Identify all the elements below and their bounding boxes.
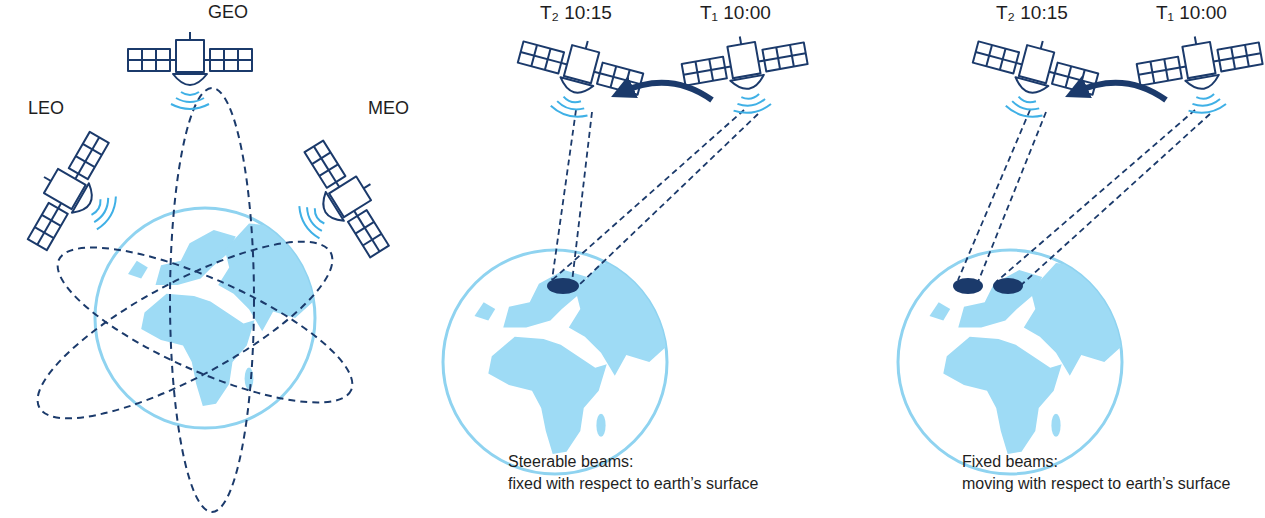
beam-spot bbox=[953, 278, 983, 294]
caption-line: fixed with respect to earth’s surface bbox=[508, 474, 759, 493]
earth-globe bbox=[443, 250, 679, 474]
geo-satellite bbox=[128, 32, 252, 109]
beam-spot bbox=[547, 278, 579, 294]
time-label: T₁ 10:00 bbox=[700, 2, 771, 25]
beam-spot bbox=[993, 278, 1023, 294]
caption-line: moving with respect to earth’s surface bbox=[962, 474, 1230, 493]
motion-arrow bbox=[1076, 83, 1166, 100]
beam-lines bbox=[550, 110, 758, 286]
time-label: T₁ 10:00 bbox=[1156, 2, 1227, 25]
orbit-label: MEO bbox=[368, 98, 409, 120]
meo-satellite bbox=[272, 132, 403, 278]
satellite-t2 bbox=[963, 25, 1103, 131]
time-label: T₂ 10:15 bbox=[996, 2, 1068, 25]
satellite-t1 bbox=[679, 26, 814, 123]
beam-lines bbox=[958, 110, 1210, 286]
earth-globe bbox=[898, 250, 1134, 474]
orbit-label: LEO bbox=[28, 98, 64, 120]
orbit-label: GEO bbox=[208, 2, 248, 24]
satellite-t2 bbox=[508, 25, 648, 131]
earth-globe bbox=[95, 208, 324, 428]
satellite-t1 bbox=[1134, 26, 1265, 123]
leo-satellite bbox=[13, 123, 142, 269]
caption-line: Steerable beams: bbox=[508, 452, 633, 471]
caption-line: Fixed beams: bbox=[962, 452, 1058, 471]
time-label: T₂ 10:15 bbox=[540, 2, 612, 25]
motion-arrow bbox=[622, 83, 712, 100]
